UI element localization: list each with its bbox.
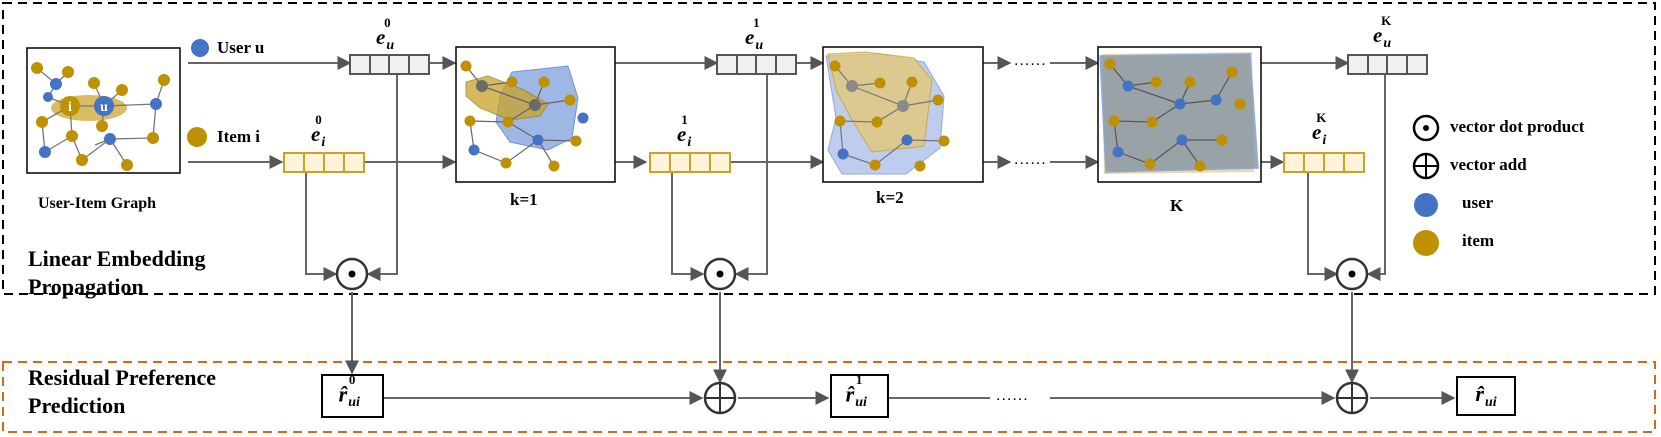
vector-add-operator-1 [703,381,737,415]
legend-item-icon [1413,230,1439,256]
svg-text:i: i [68,100,72,115]
user-legend-label: User u [217,38,265,57]
ellipsis-item-row: ...... [1014,151,1047,168]
item-legend-label: Item i [217,127,260,146]
legend-dot-product-label: vector dot product [1450,117,1585,136]
svg-text:u: u [100,100,108,115]
layer-graph-K [1097,46,1262,183]
layer-caption-K: K [1170,196,1184,215]
item-embedding-box-K [1283,152,1365,173]
layer-caption-k1: k=1 [510,190,538,209]
legend-user-label: user [1462,193,1494,212]
dot-product-operator-1 [703,257,737,291]
ellipsis-prediction-row: ...... [996,387,1029,404]
embedding-label-euK: euK [1373,13,1392,51]
legend-item-label: item [1462,231,1495,250]
embedding-label-ei0: ei0 [311,112,326,150]
vector-add-operator-K [1335,381,1369,415]
prediction-frame [2,361,1656,433]
prediction-box-r0: r̂ui0 [321,372,384,418]
embedding-label-ei1: ei1 [677,112,692,150]
graph-caption: User-Item Graph [38,195,157,212]
propagation-section-label: Linear Embedding Propagation [28,246,206,299]
layer-caption-k2: k=2 [876,188,904,207]
item-embedding-box-1 [649,152,731,173]
embedding-label-eu0: eu0 [376,15,395,53]
item-embedding-box-0 [283,152,365,173]
propagation-frame [2,2,1656,295]
layer-graph-k2 [822,46,984,183]
legend-dot-product-icon [1412,114,1440,142]
ellipsis-user-row: ...... [1014,52,1047,69]
user-embedding-box-1 [716,54,797,75]
dot-product-operator-0 [335,257,369,291]
legend-user-icon [1414,193,1438,217]
legend-vector-add-label: vector add [1450,155,1527,174]
embedding-label-eu1: eu1 [745,15,764,53]
legend-vector-add-icon [1412,152,1440,180]
user-legend-dot [191,39,209,57]
user-embedding-box-0 [349,54,430,75]
item-legend-dot [187,127,207,147]
prediction-box-r1: r̂ui1 [830,372,889,418]
prediction-section-label: Residual Preference Prediction [28,365,216,418]
dot-product-operator-K [1335,257,1369,291]
user-embedding-box-K [1347,54,1428,75]
embedding-label-eiK: eiK [1312,110,1327,148]
layer-graph-k1 [455,46,616,183]
connection-lines [188,56,1456,405]
prediction-box-final: r̂ui [1456,376,1516,416]
user-item-graph: i u [26,47,181,174]
